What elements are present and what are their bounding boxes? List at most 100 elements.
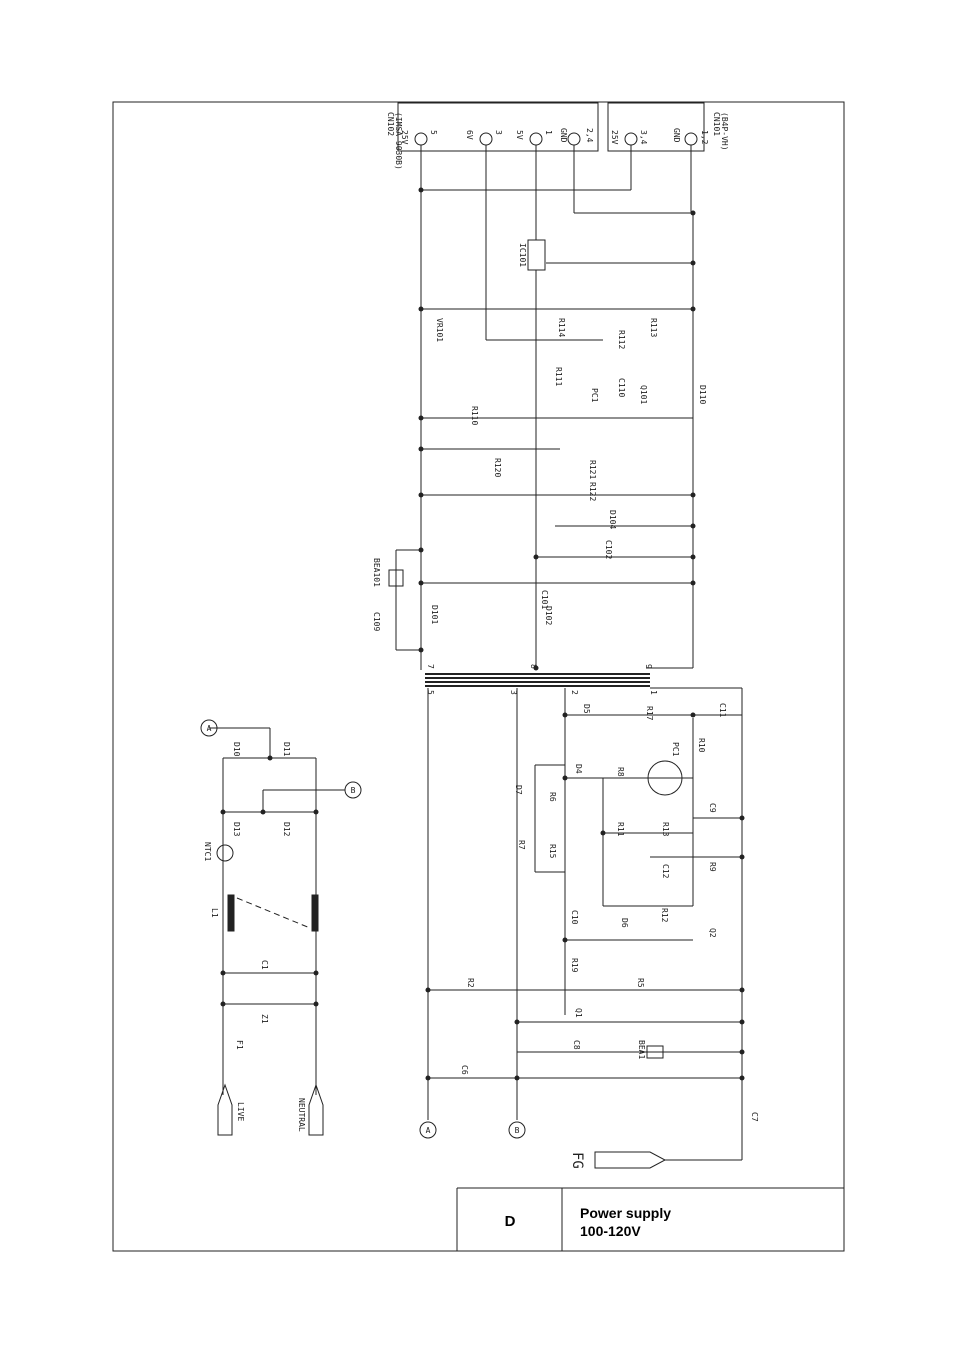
connector-cn101 bbox=[607, 102, 705, 152]
label-d101: D101 bbox=[430, 605, 439, 624]
cn101-part: (B4P-VH) bbox=[720, 112, 729, 151]
label-r19: R19 bbox=[570, 958, 579, 973]
label-d102: D102 bbox=[544, 606, 553, 625]
sheet-letter: D bbox=[505, 1213, 516, 1230]
label-r122: R122 bbox=[588, 482, 597, 501]
label-f1: F1 bbox=[235, 1040, 244, 1050]
l1-core-link bbox=[236, 897, 311, 929]
label-r5: R5 bbox=[636, 978, 645, 988]
label-q101: Q101 bbox=[639, 385, 648, 404]
cn102-pin-signal: 5V bbox=[515, 130, 524, 140]
transformer-pin: 8 bbox=[529, 664, 538, 669]
cn102-pin-number: 3 bbox=[494, 130, 503, 135]
label-c9: C9 bbox=[708, 803, 717, 813]
label-ntc1: NTC1 bbox=[203, 842, 212, 861]
cn101-pin-number: 3,4 bbox=[639, 130, 648, 145]
node-a-marker bbox=[200, 719, 218, 737]
label-d10: D10 bbox=[232, 742, 241, 757]
label-d4: D4 bbox=[574, 764, 583, 774]
drawing-frame bbox=[112, 101, 845, 1252]
label-d5: D5 bbox=[582, 704, 591, 714]
label-r8: R8 bbox=[616, 767, 625, 777]
label-d110: D110 bbox=[698, 385, 707, 404]
ic101-body bbox=[527, 239, 546, 271]
cn102-pin-signal: 25V bbox=[400, 130, 409, 145]
cn101-pin-number: 1,2 bbox=[700, 130, 709, 145]
connector-pin-circles bbox=[414, 132, 698, 146]
label-vr101: VR101 bbox=[435, 318, 444, 342]
label-r121: R121 bbox=[588, 460, 597, 479]
label-r6: R6 bbox=[548, 792, 557, 802]
label-d13: D13 bbox=[232, 822, 241, 837]
bea101-body bbox=[388, 569, 404, 587]
label-d11: D11 bbox=[282, 742, 291, 757]
neutral-terminal bbox=[308, 1083, 324, 1136]
label-ic101: IC101 bbox=[518, 243, 527, 267]
junction-dots bbox=[220, 187, 745, 1081]
label-c10: C10 bbox=[570, 910, 579, 925]
live-terminal bbox=[217, 1083, 233, 1136]
fg-terminal bbox=[594, 1151, 667, 1169]
cn102-name: CN102 bbox=[386, 112, 395, 136]
label-fg: FG bbox=[569, 1152, 585, 1169]
node-a-primary-letter: A bbox=[426, 1126, 431, 1135]
label-r12: R12 bbox=[660, 908, 669, 923]
node-a-primary-marker bbox=[419, 1121, 437, 1139]
label-neutral: NEUTRAL bbox=[297, 1098, 306, 1132]
label-c8: C8 bbox=[572, 1040, 581, 1050]
label-r15: R15 bbox=[548, 844, 557, 859]
label-d7: D7 bbox=[514, 785, 523, 795]
node-b-letter: B bbox=[351, 786, 356, 795]
cn102-pin-number: 5 bbox=[429, 130, 438, 135]
label-c12: C12 bbox=[661, 864, 670, 879]
node-a-letter: A bbox=[207, 724, 212, 733]
label-c102: C102 bbox=[604, 540, 613, 559]
cn101-pin-signal: GND bbox=[672, 128, 681, 143]
label-l1: L1 bbox=[210, 908, 219, 918]
cn102-pin-number: 2,4 bbox=[585, 128, 594, 143]
label-d12: D12 bbox=[282, 822, 291, 837]
label-c110: C110 bbox=[617, 378, 626, 397]
label-live: LIVE bbox=[236, 1102, 245, 1121]
label-r113: R113 bbox=[649, 318, 658, 337]
label-r13: R13 bbox=[661, 822, 670, 837]
label-r11: R11 bbox=[616, 822, 625, 837]
transformer-t1 bbox=[425, 673, 650, 687]
transformer-pin: 1 bbox=[649, 690, 658, 695]
label-bea101: BEA101 bbox=[372, 558, 381, 587]
label-c101: C101 bbox=[540, 590, 549, 609]
label-r7: R7 bbox=[517, 840, 526, 850]
connector-cn102 bbox=[397, 102, 599, 152]
label-c109: C109 bbox=[372, 612, 381, 631]
label-pc1: PC1 bbox=[671, 742, 680, 757]
ntc1-body bbox=[216, 844, 234, 862]
label-z1: Z1 bbox=[260, 1014, 269, 1024]
transformer-pin: 5 bbox=[426, 690, 435, 695]
label-r110: R110 bbox=[470, 406, 479, 425]
label-r114: R114 bbox=[557, 318, 566, 337]
cn102-pin-number: 1 bbox=[544, 130, 553, 135]
label-r9: R9 bbox=[708, 862, 717, 872]
secondary-wiring bbox=[395, 145, 694, 670]
cn101-name: CN101 bbox=[712, 112, 721, 136]
label-pc1-secondary: PC1 bbox=[590, 388, 599, 403]
primary-wiring bbox=[427, 687, 743, 1161]
label-bea1: BEA1 bbox=[637, 1040, 646, 1059]
label-c11: C11 bbox=[718, 703, 727, 718]
label-c1: C1 bbox=[260, 960, 269, 970]
label-r2: R2 bbox=[466, 978, 475, 988]
label-d104: D104 bbox=[608, 510, 617, 529]
pc1-primary-body bbox=[647, 760, 683, 796]
sheet-subtitle: 100-120V bbox=[580, 1223, 641, 1239]
label-r111: R111 bbox=[554, 367, 563, 386]
transformer-pin: 3 bbox=[509, 690, 518, 695]
label-c7: C7 bbox=[750, 1112, 759, 1122]
label-q2: Q2 bbox=[708, 928, 717, 938]
sheet-title: Power supply bbox=[580, 1205, 671, 1221]
cn102-part: (IMSA-9030B) bbox=[394, 112, 403, 170]
node-b-primary-letter: B bbox=[515, 1126, 520, 1135]
bea1-body bbox=[646, 1045, 664, 1059]
label-r120: R120 bbox=[493, 458, 502, 477]
cn102-pin-signal: 6V bbox=[465, 130, 474, 140]
